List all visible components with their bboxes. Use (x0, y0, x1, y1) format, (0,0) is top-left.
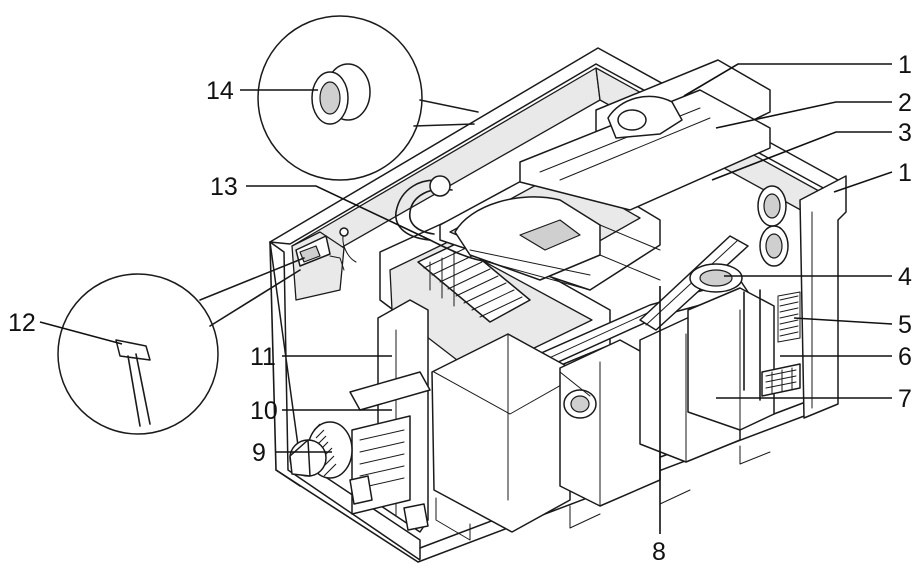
callout-1-side: 1 (898, 159, 912, 187)
callout-7: 7 (898, 385, 912, 413)
callout-6: 6 (898, 343, 912, 371)
filter-cartridges (431, 287, 775, 541)
right-outlets (689, 185, 801, 401)
detail-14 (257, 15, 479, 181)
detail-12 (57, 257, 305, 435)
callout-5: 5 (898, 311, 912, 339)
callout-8: 8 (652, 538, 666, 566)
callout-2: 2 (898, 89, 912, 117)
callout-12: 12 (8, 309, 36, 337)
callout-11: 11 (250, 343, 276, 371)
callout-4: 4 (898, 263, 912, 291)
callout-labels: 1 2 3 1 4 5 6 7 8 9 10 11 12 13 14 (8, 51, 912, 566)
front-outlet (289, 299, 431, 533)
knurled-nut (289, 421, 353, 479)
head-unit (439, 59, 771, 291)
callout-10: 10 (250, 397, 278, 425)
left-chamber (291, 227, 357, 301)
callout-9: 9 (252, 439, 266, 467)
callout-3: 3 (898, 119, 912, 147)
callout-1-top: 1 (898, 51, 912, 79)
callout-14: 14 (206, 77, 234, 105)
spring (777, 291, 801, 343)
leader-lines (39, 63, 893, 534)
grate (761, 363, 801, 397)
callout-13: 13 (210, 173, 238, 201)
